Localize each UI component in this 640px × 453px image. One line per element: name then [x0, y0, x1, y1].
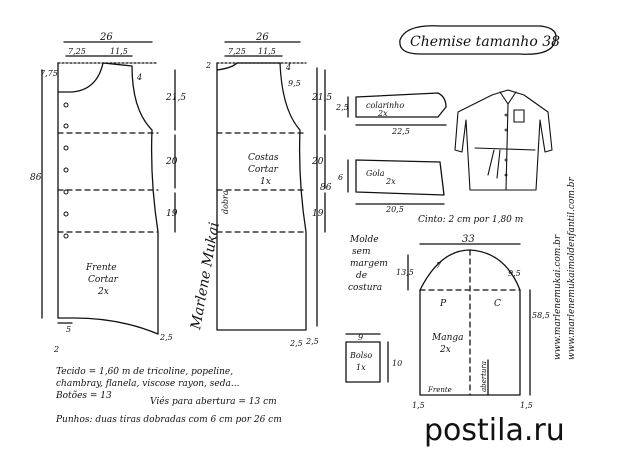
- label-collar-label: Gola: [366, 169, 385, 178]
- label-front-neck_drop: 7,75: [40, 69, 58, 78]
- label-back-seg_b: 11,5: [258, 47, 276, 56]
- label-back-width: 26: [255, 32, 269, 43]
- label-front-bottom_left: 2: [53, 345, 59, 354]
- label-sleeve-cap_h: 13,5: [396, 268, 414, 277]
- label-note-2: margem: [350, 259, 388, 269]
- dress-sketch: [454, 89, 553, 191]
- label-back-hem: 2,5: [289, 339, 303, 348]
- label-pocket-w: 9: [358, 333, 363, 342]
- collar-piece: [347, 159, 445, 205]
- label-collar_stand-w: 22,5: [391, 127, 410, 136]
- label-materials-3: Punhos: duas tiras dobradas com 6 cm por…: [55, 415, 282, 425]
- label-front-seg_b: 11,5: [110, 47, 128, 56]
- label-back-side2: 19: [312, 209, 324, 219]
- label-collar-h: 6: [338, 173, 343, 182]
- label-note-3: de: [356, 271, 367, 281]
- label-front-side2: 19: [166, 209, 178, 219]
- front-piece: [41, 41, 176, 335]
- label-pocket-label2: 1x: [356, 363, 366, 372]
- title-bubble: [399, 25, 557, 55]
- label-note-0: Molde: [349, 235, 379, 245]
- label-back-top_left: 2: [205, 61, 211, 70]
- label-sleeve-label1: Manga: [431, 333, 464, 343]
- label-collar_stand-count: 2x: [377, 109, 388, 118]
- label-back-length: 86: [320, 183, 332, 193]
- label-sleeve-width: 33: [462, 234, 475, 245]
- label-front-seg_a: 7,25: [68, 47, 86, 56]
- label-back-armhole: 21,5: [311, 93, 332, 103]
- label-back-label3: 1x: [260, 177, 271, 187]
- label-front-length: 86: [30, 173, 42, 183]
- label-front-armhole: 21,5: [165, 93, 186, 103]
- label-sleeve-cap_l: 7: [436, 261, 442, 270]
- label-back-fold: dobra: [221, 190, 230, 214]
- watermark: postila.ru: [424, 413, 565, 448]
- collar-stand-piece: [347, 92, 447, 126]
- sleeve-piece: [407, 243, 531, 396]
- label-materials-1: chambray, flanela, viscose rayon, seda..…: [56, 379, 240, 389]
- label-website_vertical-1: www.marlenemukaimoldenfantil.com.br: [567, 176, 577, 360]
- label-sleeve-length: 58,5: [532, 311, 550, 320]
- label-back-side1: 20: [311, 157, 324, 167]
- label-front-hem: 5: [66, 325, 71, 334]
- label-belt: Cinto: 2 cm por 1,80 m: [418, 215, 523, 225]
- label-sleeve-front: Frente: [427, 386, 452, 394]
- label-sleeve-cap_r: 9,5: [508, 269, 521, 278]
- label-collar_stand-h: 2,5: [335, 103, 349, 112]
- label-back-neck: 9,5: [288, 79, 301, 88]
- label-back-label2: Cortar: [248, 165, 279, 175]
- label-back-label1: Costas: [248, 153, 279, 163]
- label-back-seg_a: 7,25: [228, 47, 246, 56]
- pocket-piece: [345, 333, 389, 383]
- label-front-label2: Cortar: [88, 275, 119, 285]
- label-front-label1: Frente: [85, 263, 117, 273]
- label-materials-2: Botões = 13: [55, 390, 112, 401]
- label-pocket-label1: Bolso: [349, 351, 372, 360]
- label-sleeve-bottom: 1,5: [412, 401, 425, 410]
- label-sleeve-c: C: [494, 299, 501, 309]
- label-back-bottom_right: 2,5: [305, 337, 319, 346]
- label-front-width: 26: [99, 32, 113, 43]
- label-front-hem_side: 2,5: [159, 333, 173, 342]
- label-collar-count: 2x: [385, 177, 396, 186]
- label-note-1: sem: [352, 247, 370, 257]
- back-piece: [216, 41, 326, 331]
- label-sleeve-opening: abertura: [480, 361, 488, 392]
- label-front-label3: 2x: [97, 287, 109, 297]
- label-note-4: costura: [348, 283, 382, 293]
- label-sleeve-label2: 2x: [439, 345, 451, 355]
- label-sleeve-p: P: [439, 299, 447, 309]
- label-vies: Viés para abertura = 13 cm: [150, 396, 277, 407]
- label-front-side1: 20: [165, 157, 178, 167]
- label-pocket-h: 10: [392, 359, 402, 368]
- label-collar-w: 20,5: [385, 205, 404, 214]
- label-collar_stand-label: colarinho: [366, 101, 404, 110]
- label-sleeve-bottom_r: 1,5: [520, 401, 533, 410]
- label-front-shoulder_drop: 4: [136, 73, 142, 82]
- label-back-shoulder_drop: 4: [285, 63, 291, 72]
- label-materials-0: Tecido = 1,60 m de tricoline, popeline,: [56, 367, 233, 377]
- label-website_vertical-0: www.marlenemukai.com.br: [553, 234, 563, 360]
- pattern-title: Chemise tamanho 38: [410, 34, 560, 50]
